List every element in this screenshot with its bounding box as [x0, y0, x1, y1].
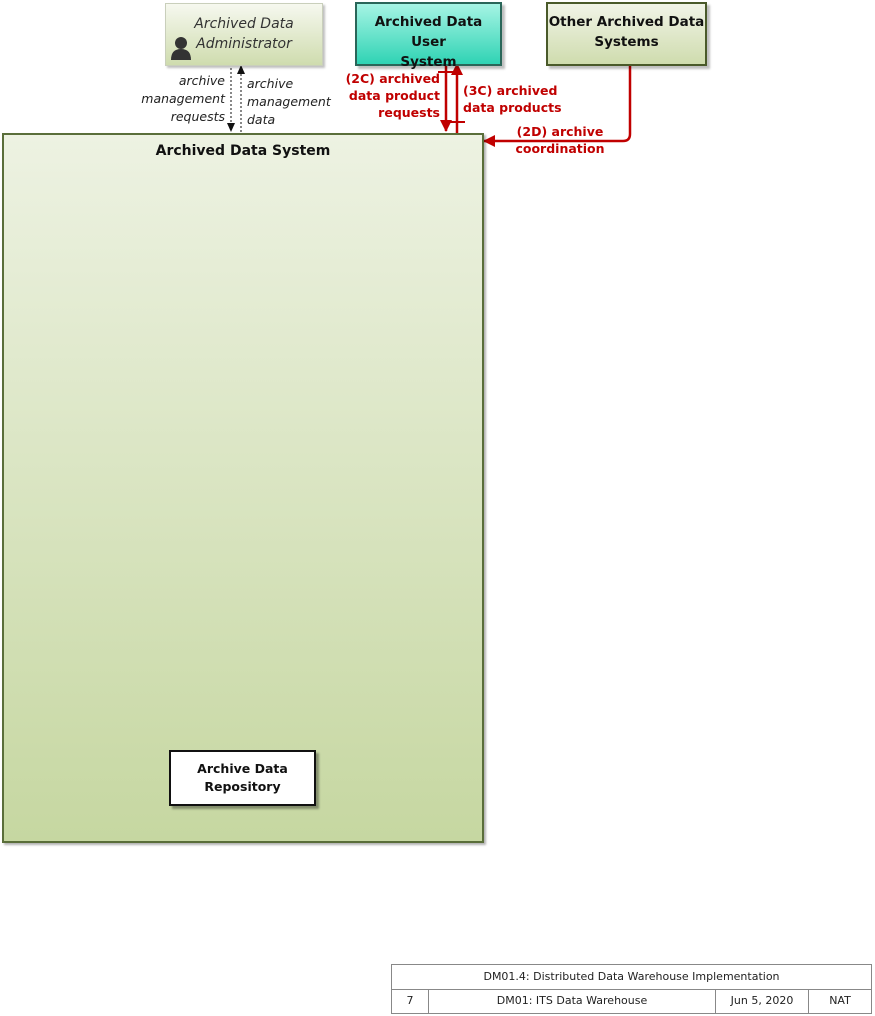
archived-data-system-title: Archived Data System — [155, 143, 331, 159]
footer-diagram-title: DM01.4: Distributed Data Warehouse Imple… — [392, 965, 871, 990]
flow-label-mgmt-requests: archive management requests — [141, 73, 225, 124]
user-system-label: Archived Data User System — [374, 14, 483, 70]
archived-data-system-node[interactable]: Archived Data System — [2, 133, 484, 843]
flow-label-coordination: (2D) archive coordination — [515, 124, 605, 156]
archive-data-repository-node[interactable]: Archive Data Repository — [169, 750, 316, 806]
person-icon — [171, 37, 191, 60]
footer-author: NAT — [829, 994, 851, 1007]
footer-title-block: DM01.4: Distributed Data Warehouse Imple… — [391, 964, 872, 1014]
archived-data-administrator-node[interactable]: Archived Data Administrator — [165, 3, 323, 66]
flow-label-products: (3C) archived data products — [463, 83, 562, 115]
footer-page-number: 7 — [392, 989, 429, 1013]
other-archived-data-systems-node[interactable]: Other Archived Data Systems — [546, 2, 707, 66]
flow-label-product-requests: (2C) archived data product requests — [345, 71, 440, 120]
administrator-label: Archived Data Administrator — [194, 16, 294, 52]
other-systems-label: Other Archived Data Systems — [548, 14, 705, 50]
archived-data-user-system-node[interactable]: Archived Data User System — [355, 2, 502, 70]
footer-package: DM01: ITS Data Warehouse — [429, 989, 716, 1013]
flow-label-mgmt-data: archive management data — [247, 76, 331, 127]
repository-label: Archive Data Repository — [197, 761, 288, 794]
footer-date: Jun 5, 2020 — [716, 989, 809, 1013]
